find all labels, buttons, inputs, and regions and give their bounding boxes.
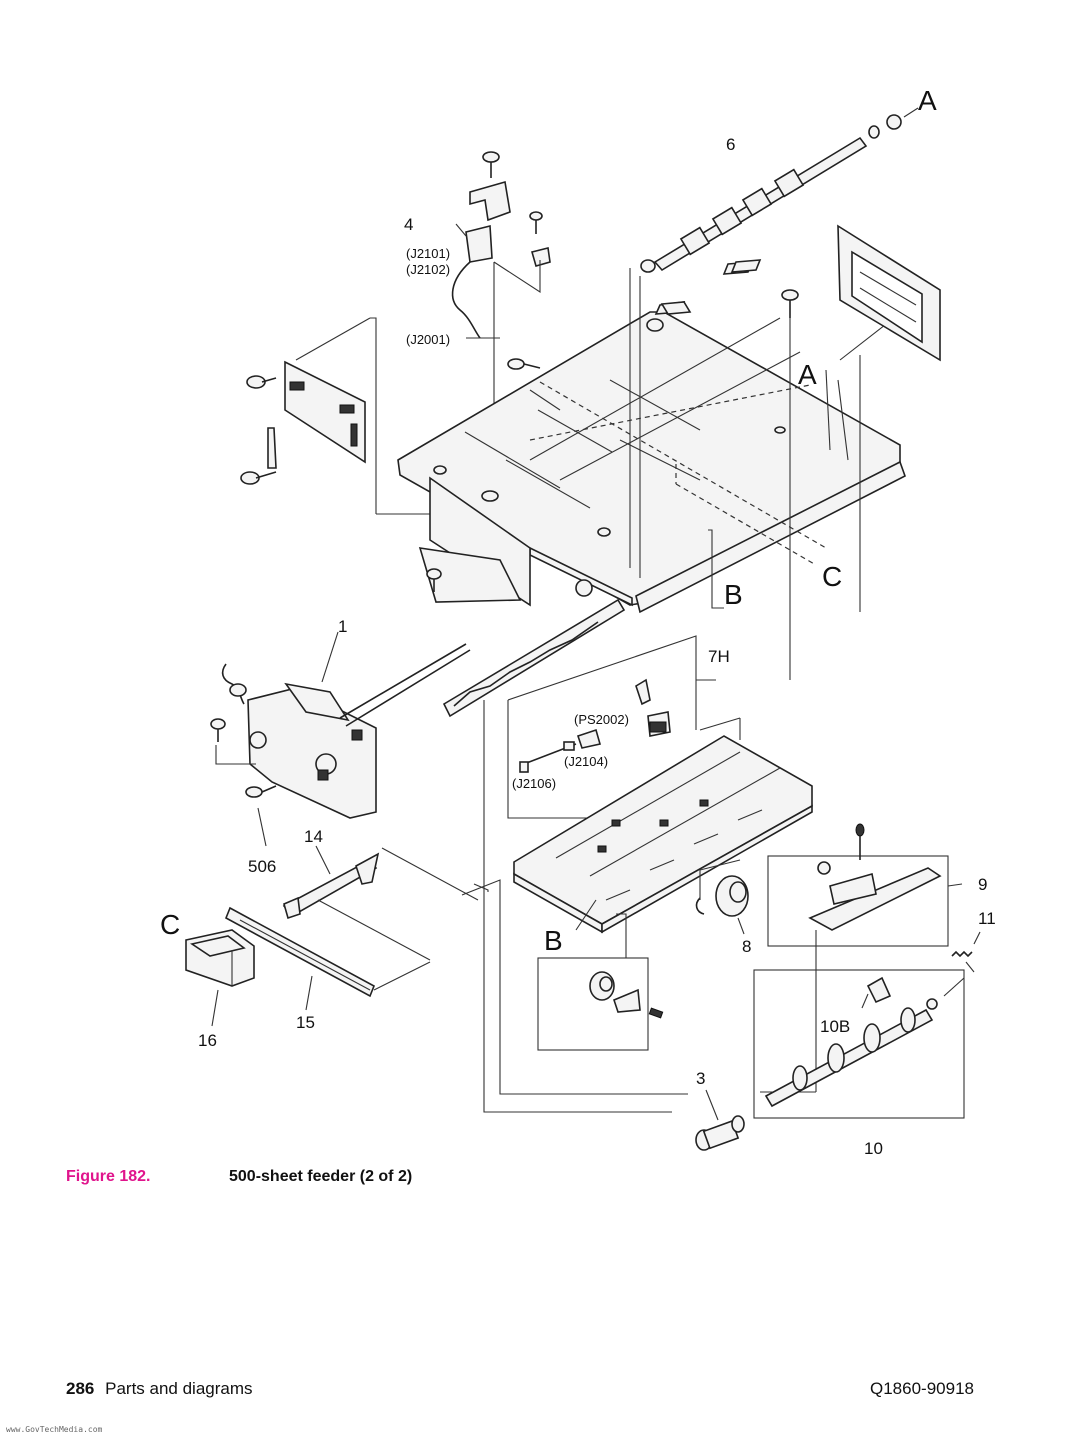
- pickup-roller-detail: [537, 957, 664, 1051]
- side-cover-plate: [781, 224, 941, 680]
- callout-B-right: B: [724, 579, 743, 610]
- callout-10: 10: [864, 1139, 883, 1158]
- spring-11: [951, 931, 981, 973]
- connector-label-j2102: (J2102): [406, 262, 450, 277]
- lever-14: [282, 845, 479, 961]
- callout-7H: 7H: [708, 647, 730, 666]
- pickup-roller-shaft-assembly-10: [753, 969, 965, 1119]
- callout-3: 3: [696, 1069, 705, 1088]
- callout-15: 15: [296, 1013, 315, 1032]
- feed-roller-shaft-6: [640, 107, 919, 273]
- connector-label-j2001: (J2001): [406, 332, 450, 347]
- callout-16: 16: [198, 1031, 217, 1050]
- section-name: Parts and diagrams: [105, 1379, 253, 1398]
- callout-labels: A A C B B C 1 3 4 6 7H 8 9 10 10B 11 14 …: [160, 85, 996, 1158]
- connector-label-j2101: (J2101): [406, 246, 450, 261]
- watermark-text: www.GovTechMedia.com: [6, 1425, 103, 1434]
- connector-label-ps2002: (PS2002): [574, 712, 629, 727]
- callout-1: 1: [338, 617, 347, 636]
- callout-C-left: C: [160, 909, 180, 940]
- figure-number: Figure 182.: [66, 1168, 151, 1185]
- stopper-block-16: [185, 929, 255, 1027]
- separation-roller-8: [695, 875, 749, 935]
- lift-plate-tray: [461, 717, 813, 1095]
- callout-A-top: A: [918, 85, 937, 116]
- feeder-base-chassis: [397, 259, 931, 614]
- callout-14: 14: [304, 827, 323, 846]
- drive-assembly-1: [210, 631, 471, 847]
- callout-11: 11: [978, 909, 996, 928]
- callout-506: 506: [248, 857, 276, 876]
- callout-9: 9: [978, 875, 987, 894]
- sensor-assembly-7H: [483, 635, 716, 1113]
- connector-bracket-4: [451, 151, 551, 500]
- callout-C-right: C: [822, 561, 842, 592]
- callout-B-bottom: B: [544, 925, 563, 956]
- figure-title: 500-sheet feeder (2 of 2): [229, 1168, 413, 1185]
- document-number: Q1860-90918: [870, 1379, 974, 1398]
- rack-15: [224, 906, 431, 1011]
- bushing-3: [695, 1089, 745, 1151]
- callout-6: 6: [726, 135, 735, 154]
- callout-A-mid: A: [798, 359, 817, 390]
- paper-guide-rail: [442, 579, 626, 718]
- page-number: 286: [66, 1379, 95, 1398]
- controller-board: [240, 317, 432, 515]
- callout-4: 4: [404, 215, 413, 234]
- connector-label-j2104: (J2104): [564, 754, 608, 769]
- callout-10B: 10B: [820, 1017, 850, 1036]
- footer-left: 286 Parts and diagrams: [66, 1379, 253, 1399]
- connector-label-j2106: (J2106): [512, 776, 556, 791]
- callout-8: 8: [742, 937, 751, 956]
